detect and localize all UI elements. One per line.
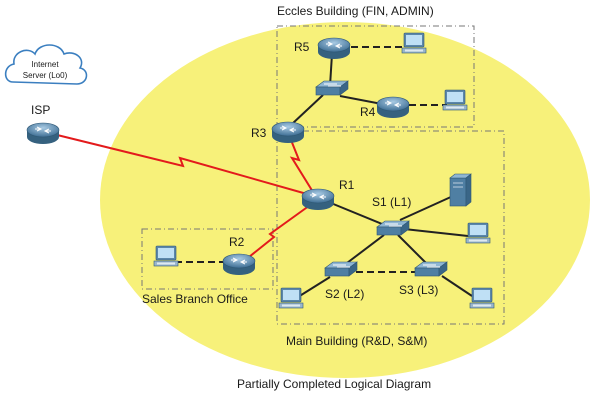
- r3-label: R3: [251, 126, 267, 140]
- isp-label: ISP: [31, 103, 50, 117]
- sales-branch-box: [141, 228, 274, 290]
- r1-label: R1: [339, 178, 355, 192]
- r1-router-icon[interactable]: [301, 188, 335, 211]
- s1-switch-icon[interactable]: [376, 220, 410, 236]
- link-s2-pc[interactable]: [297, 276, 331, 298]
- server-icon[interactable]: [449, 173, 472, 207]
- s2-label: S2 (L2): [325, 287, 364, 301]
- eccles-building-box: [276, 25, 475, 128]
- ethernet-links: [175, 46, 473, 298]
- diagram-caption: Partially Completed Logical Diagram: [237, 377, 431, 391]
- main-pc2-icon[interactable]: [278, 287, 304, 309]
- r2-label: R2: [229, 235, 245, 249]
- eccles-building-label: Eccles Building (FIN, ADMIN): [277, 4, 434, 18]
- serial-link-r3-r1[interactable]: [288, 134, 314, 193]
- eccles-switch-icon[interactable]: [315, 80, 349, 96]
- r3-router-icon[interactable]: [271, 121, 305, 144]
- s3-switch-icon[interactable]: [414, 261, 448, 277]
- serial-link-r2-r1[interactable]: [243, 202, 314, 262]
- cloud-label-2: Server (Lo0): [23, 71, 68, 80]
- r4-router-icon[interactable]: [376, 96, 410, 119]
- s1-label: S1 (L1): [372, 195, 411, 209]
- r4-label: R4: [360, 105, 376, 119]
- isp-router-icon[interactable]: [26, 122, 60, 145]
- link-s1-s3[interactable]: [397, 234, 429, 266]
- main-pc1-icon[interactable]: [465, 222, 491, 244]
- main-building-box: [276, 130, 505, 325]
- r5-label: R5: [294, 40, 310, 54]
- campus-area: [100, 22, 590, 378]
- link-s3-pc[interactable]: [441, 275, 473, 297]
- eccles-pc1-icon[interactable]: [401, 32, 427, 54]
- link-eccles-switch-r4[interactable]: [339, 95, 383, 105]
- internet-cloud[interactable]: Internet Server (Lo0): [4, 44, 88, 85]
- r5-router-icon[interactable]: [317, 37, 351, 60]
- main-building-label: Main Building (R&D, S&M): [286, 334, 427, 348]
- link-s1-pc[interactable]: [403, 228, 469, 237]
- link-r5-eccles-switch[interactable]: [329, 53, 333, 87]
- link-s1-s2[interactable]: [342, 234, 385, 267]
- serial-link-isp-r1[interactable]: [44, 131, 315, 197]
- link-eccles-switch-r3[interactable]: [291, 94, 324, 125]
- main-pc3-icon[interactable]: [469, 287, 495, 309]
- eccles-pc2-icon[interactable]: [442, 89, 468, 111]
- sales-branch-label: Sales Branch Office: [142, 292, 248, 306]
- s2-switch-icon[interactable]: [324, 261, 358, 277]
- cloud-label-1: Internet: [31, 60, 59, 69]
- r2-router-icon[interactable]: [222, 253, 256, 276]
- link-s1-server[interactable]: [399, 195, 454, 221]
- s3-label: S3 (L3): [399, 283, 438, 297]
- sales-pc-icon[interactable]: [153, 245, 179, 267]
- link-r1-s1[interactable]: [325, 200, 383, 225]
